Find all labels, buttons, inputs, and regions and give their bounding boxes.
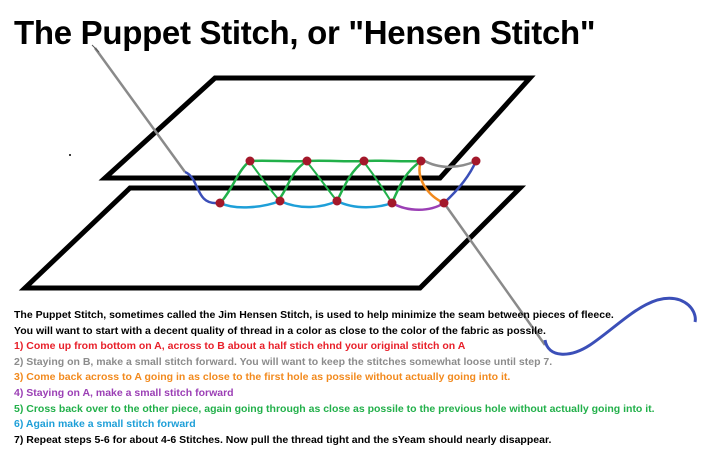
step-5: 5) Cross back over to the other piece, a… (14, 402, 655, 415)
hole-icon (215, 198, 225, 208)
stitch-green-4 (306, 159, 365, 163)
step-1: 1) Come up from bottom on A, across to B… (14, 340, 466, 353)
stitch-holes (215, 156, 481, 208)
hole-icon (302, 156, 312, 166)
hole-icon (275, 196, 285, 206)
diagram-title: The Puppet Stitch, or "Hensen Stitch" (14, 14, 596, 51)
instructions: The Puppet Stitch, sometimes called the … (14, 308, 714, 448)
step-3: 3) Come back across to A going in as clo… (14, 371, 511, 384)
intro-line: You will want to start with a decent qua… (14, 324, 546, 337)
needle-lower-icon (442, 202, 547, 346)
fabric-piece-a (98, 75, 536, 181)
hole-icon (471, 156, 481, 166)
intro-line: The Puppet Stitch, sometimes called the … (14, 309, 614, 321)
fabric-piece-b (18, 185, 527, 291)
hole-icon (387, 198, 397, 208)
stitch-green-6 (363, 159, 422, 163)
step-6: 6) Again make a small stitch forward (14, 418, 196, 431)
needle-eye (91, 44, 100, 53)
speck (69, 154, 71, 156)
step-7: 7) Repeat steps 5-6 for about 4-6 Stitch… (14, 433, 552, 446)
stitch-green-2 (249, 159, 308, 163)
needle-icon (93, 47, 187, 173)
thread-tail-blue (543, 296, 697, 356)
thread-start-blue (184, 170, 219, 205)
hole-icon (439, 198, 449, 208)
step-2: 2) Staying on B, make a small stitch for… (14, 355, 553, 368)
hole-icon (332, 196, 342, 206)
hole-icon (416, 156, 426, 166)
hole-icon (245, 156, 255, 166)
hole-icon (359, 156, 369, 166)
step-4: 4) Staying on A, make a small stitch for… (14, 386, 234, 399)
stitch-green-7 (390, 159, 422, 204)
